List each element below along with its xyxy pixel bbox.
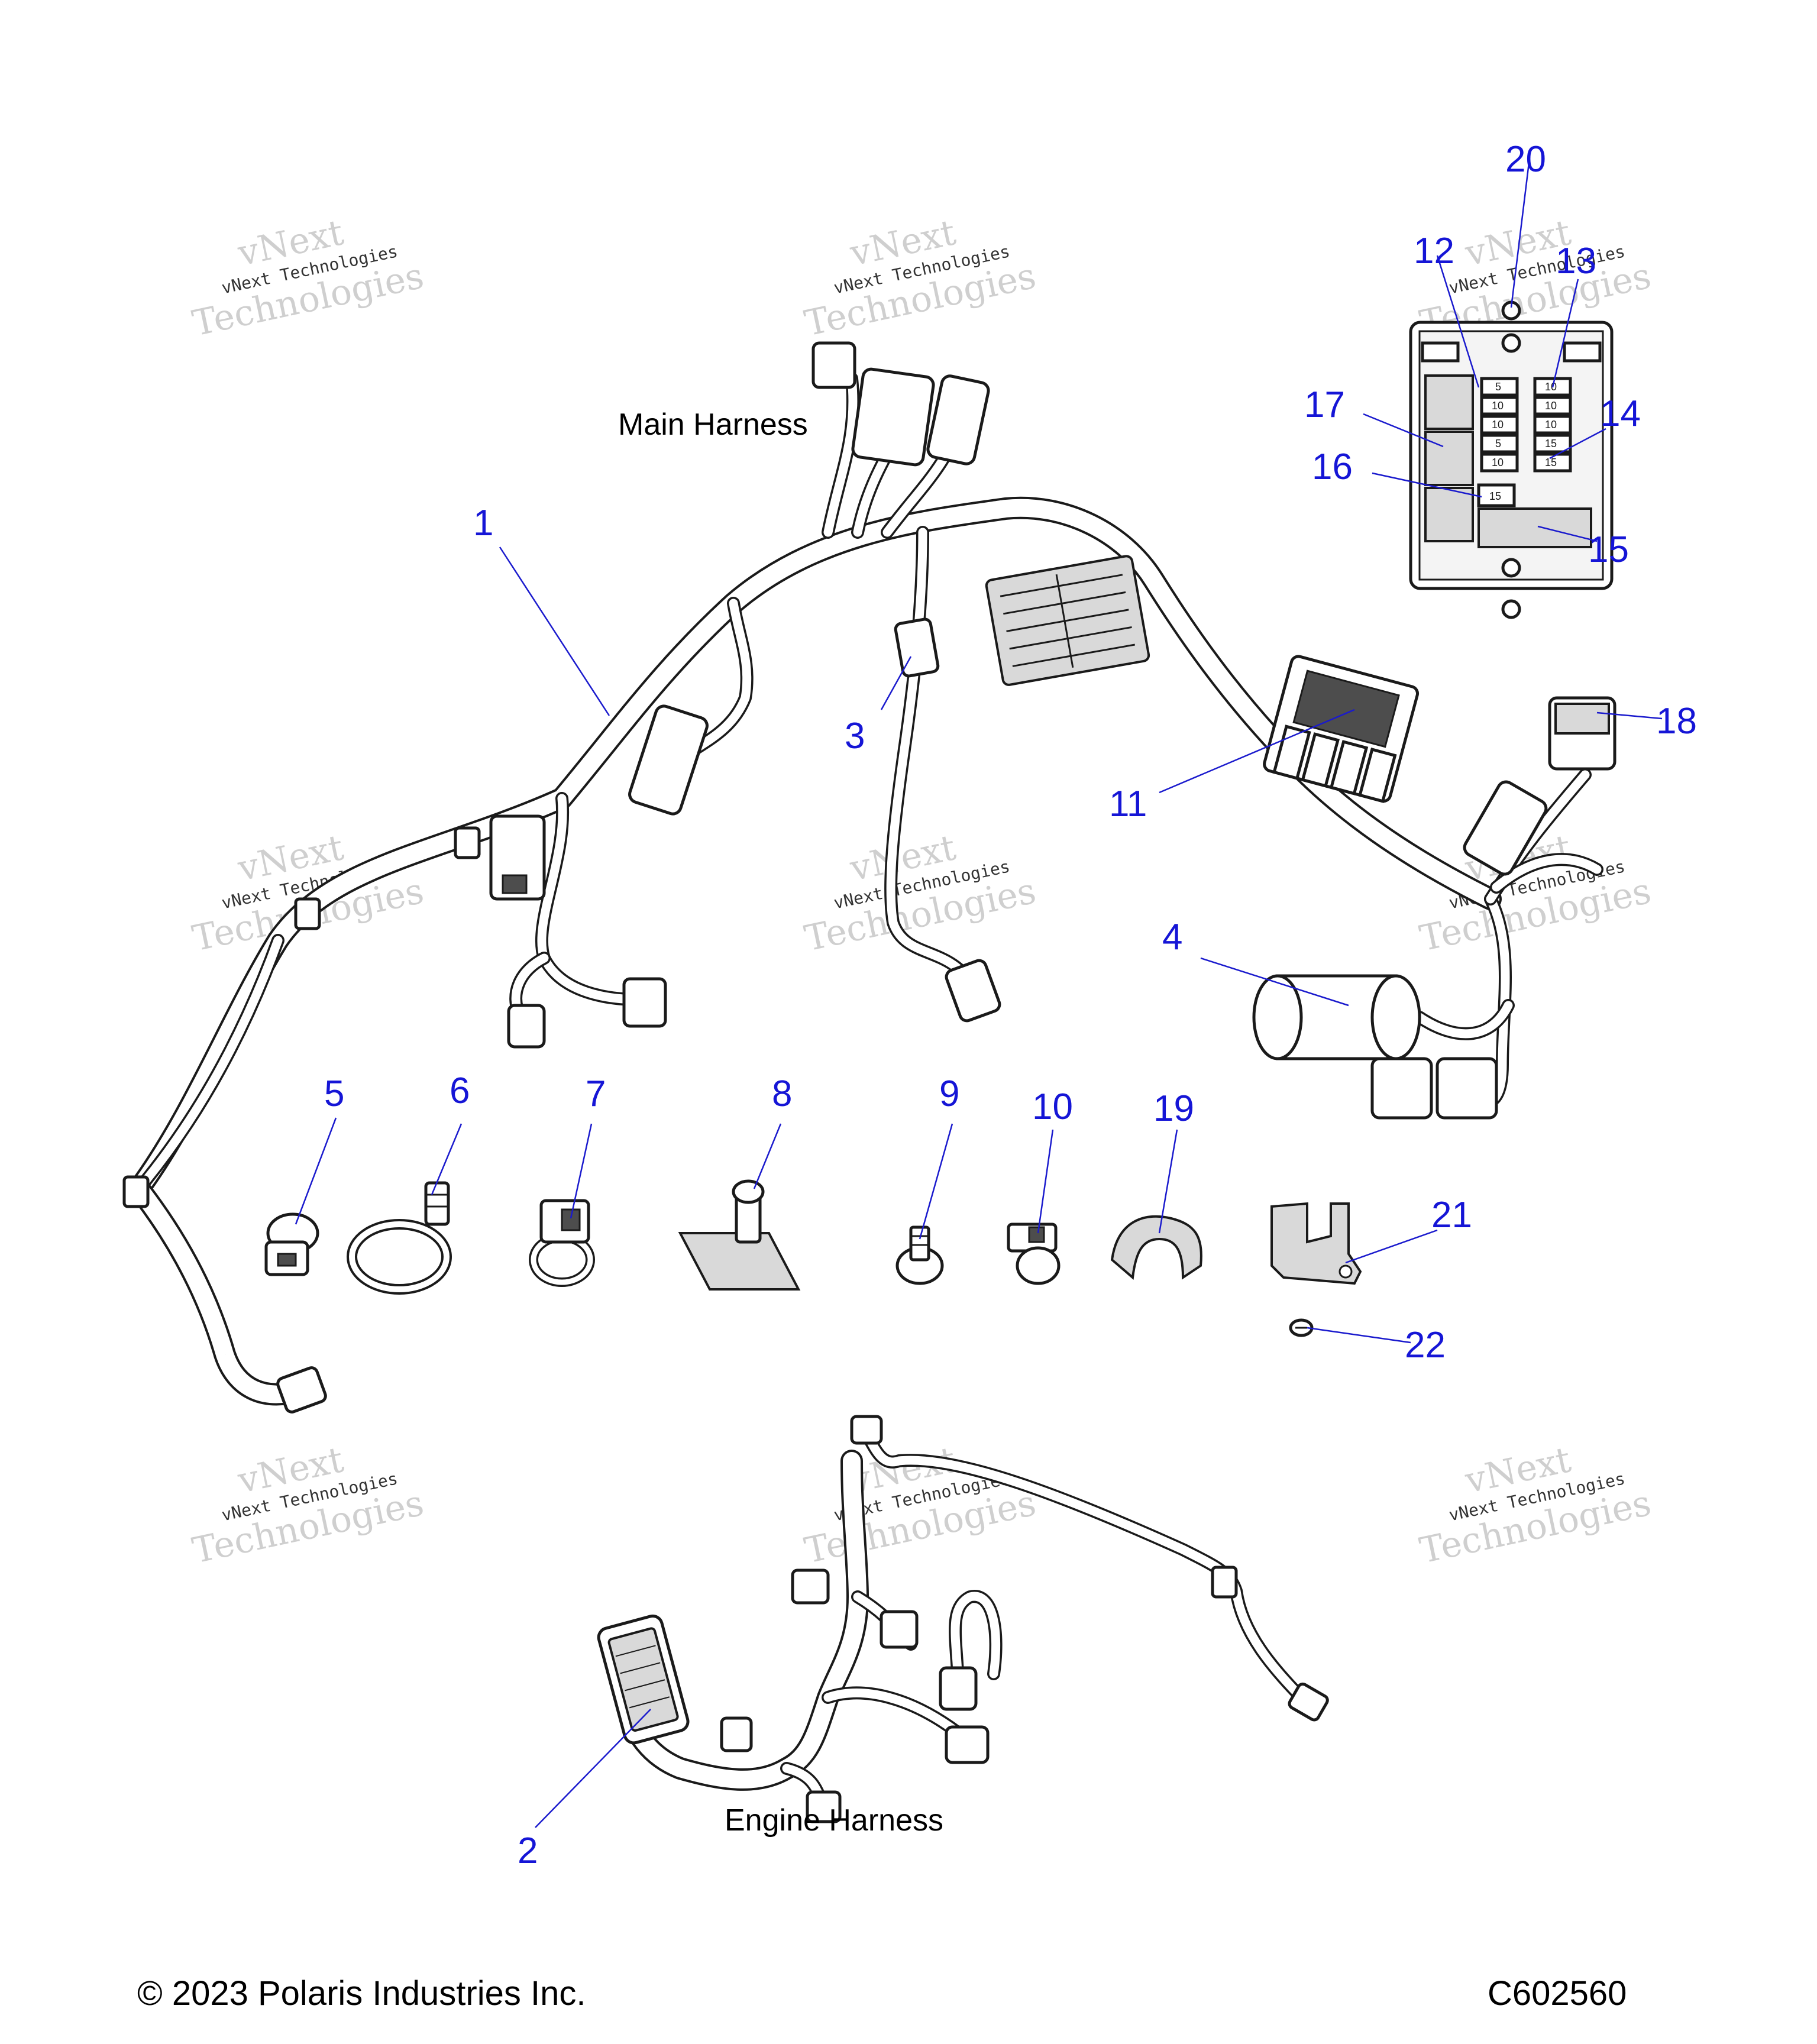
callouts: 1 2 3 4 5 6 7 8 9 10 11 12 13 14 15 16 1… <box>324 139 1697 1871</box>
svg-text:10: 10 <box>1545 381 1557 393</box>
callout-1: 1 <box>473 503 493 544</box>
callout-9: 9 <box>939 1073 959 1114</box>
connector <box>1463 780 1548 876</box>
callout-21: 21 <box>1431 1195 1472 1236</box>
callout-16: 16 <box>1312 447 1353 487</box>
band-clamp-part-6 <box>347 1181 452 1295</box>
svg-text:10: 10 <box>1492 400 1504 412</box>
connector <box>791 1568 830 1605</box>
saddle-clip-part-19 <box>1110 1215 1202 1280</box>
clip-part-5 <box>264 1212 319 1276</box>
callout-12: 12 <box>1414 231 1454 271</box>
connector <box>720 1716 753 1752</box>
callout-19: 19 <box>1153 1088 1194 1129</box>
harness-clip <box>294 897 321 930</box>
harness-clip <box>1211 1566 1238 1599</box>
callout-13: 13 <box>1556 241 1596 282</box>
callout-14: 14 <box>1600 393 1641 434</box>
watermark: vNext vNext Technologies Technologies <box>801 212 1039 344</box>
connector <box>628 704 709 816</box>
edge-clip-part-10 <box>1007 1222 1061 1285</box>
watermark: vNext vNext Technologies Technologies <box>801 827 1039 959</box>
connector <box>945 959 1001 1023</box>
leader-lines <box>295 162 1663 1828</box>
diagram-id: C602560 <box>1488 1974 1627 2013</box>
connector <box>850 1415 883 1445</box>
fuse-box-screw <box>1501 599 1521 619</box>
connector <box>622 977 667 1028</box>
connector <box>939 1666 978 1711</box>
watermark: vNext vNext Technologies Technologies <box>189 1439 427 1571</box>
connector <box>1370 1057 1433 1120</box>
fuse-column-left: 5 10 10 5 10 <box>1480 377 1519 473</box>
callout-10: 10 <box>1032 1086 1073 1127</box>
connector <box>1288 1682 1329 1722</box>
callout-2: 2 <box>518 1830 538 1871</box>
watermark: vNext vNext Technologies Technologies <box>1416 1439 1654 1571</box>
bracket-part-21 <box>1270 1202 1362 1285</box>
connector <box>276 1366 327 1414</box>
connector <box>851 367 935 467</box>
connector <box>926 374 990 465</box>
svg-text:10: 10 <box>1545 419 1557 431</box>
engine-main-connector <box>597 1614 690 1745</box>
main-harness-label: Main Harness <box>618 407 808 442</box>
callout-20: 20 <box>1505 139 1546 180</box>
connector <box>1436 1057 1498 1120</box>
svg-text:5: 5 <box>1495 381 1501 393</box>
callout-17: 17 <box>1304 384 1345 425</box>
connector-face <box>1554 703 1610 735</box>
fuse-box: 15 5 10 10 5 10 10 10 10 15 15 <box>1409 300 1614 619</box>
hardware-items <box>264 1179 1362 1337</box>
watermark: vNext vNext Technologies Technologies <box>189 212 427 344</box>
connector <box>894 617 940 678</box>
callout-18: 18 <box>1656 701 1697 742</box>
svg-text:15: 15 <box>1545 438 1557 449</box>
svg-text:5: 5 <box>1495 438 1501 449</box>
callout-3: 3 <box>845 716 865 756</box>
svg-text:15: 15 <box>1545 457 1557 468</box>
callout-7: 7 <box>586 1073 606 1114</box>
svg-text:10: 10 <box>1545 400 1557 412</box>
main-harness <box>122 341 1616 1414</box>
callout-4: 4 <box>1162 917 1182 958</box>
callout-11: 11 <box>1109 784 1147 824</box>
watermark: vNext vNext Technologies Technologies <box>189 827 427 959</box>
callout-8: 8 <box>772 1073 792 1114</box>
callout-5: 5 <box>324 1073 344 1114</box>
svg-text:15: 15 <box>1489 490 1501 502</box>
harness-clip <box>122 1175 150 1208</box>
engine-harness <box>597 1415 1329 1823</box>
t-bracket-part-8 <box>678 1179 801 1291</box>
connector-latch <box>502 874 528 894</box>
copyright: © 2023 Polaris Industries Inc. <box>137 1974 586 2013</box>
watermark: vNext vNext Technologies Technologies <box>801 1439 1039 1571</box>
svg-text:10: 10 <box>1492 457 1504 468</box>
svg-text:10: 10 <box>1492 419 1504 431</box>
callout-22: 22 <box>1405 1325 1446 1366</box>
connector <box>811 341 856 389</box>
relay-block <box>1263 655 1420 803</box>
capacitor <box>1252 974 1421 1060</box>
callout-6: 6 <box>450 1070 470 1111</box>
connector <box>945 1725 990 1764</box>
callout-15: 15 <box>1588 529 1629 570</box>
clamp-clip-part-7 <box>529 1199 595 1287</box>
connector <box>880 1610 919 1649</box>
push-clip-part-9 <box>895 1225 944 1285</box>
relay-15 <box>1477 483 1516 507</box>
engine-harness-label: Engine Harness <box>725 1803 943 1838</box>
connector <box>806 1790 842 1823</box>
ecu-connector-block <box>985 555 1150 686</box>
harness-clip <box>454 826 481 859</box>
connector <box>507 1004 546 1049</box>
